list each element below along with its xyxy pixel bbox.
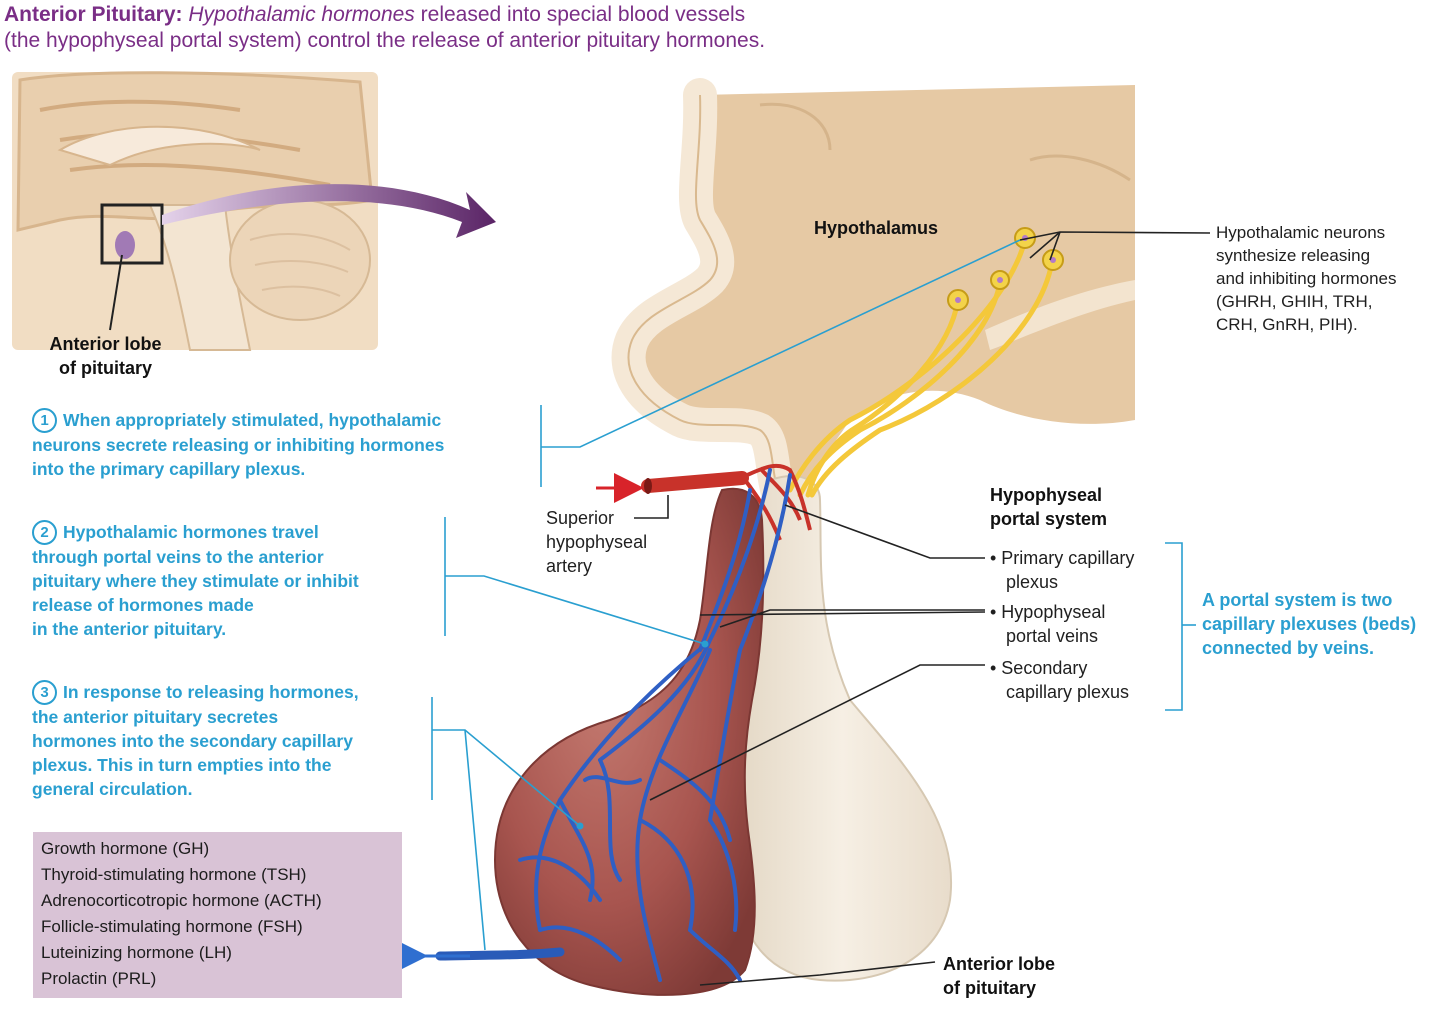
portal-system-heading: Hypophyseal portal system xyxy=(990,483,1107,531)
step-2: 2 Hypothalamic hormones travel through po… xyxy=(32,520,442,641)
step-3-line2: the anterior pituitary secretes xyxy=(32,707,279,727)
inset-lobe-label: Anterior lobe of pituitary xyxy=(38,332,173,380)
secondary-line1: • Secondary xyxy=(990,658,1088,678)
bottom-lobe-line2: of pituitary xyxy=(943,978,1036,998)
neuron-cell-bodies xyxy=(947,227,1064,311)
page-title: Anterior Pituitary: Hypothalamic hormone… xyxy=(4,2,1024,54)
anterior-lobe-label: Anterior lobe of pituitary xyxy=(943,952,1055,1000)
step-1-number: 1 xyxy=(32,408,57,433)
artery-line2: hypophyseal xyxy=(546,532,648,552)
step-2-number: 2 xyxy=(32,520,57,545)
step-2-line2: through portal veins to the anterior xyxy=(32,547,324,567)
note-line1: A portal system is two xyxy=(1202,590,1393,610)
hormone-tsh: Thyroid-stimulating hormone (TSH) xyxy=(41,865,307,884)
step-leader-lines xyxy=(431,239,1196,951)
artery-line3: artery xyxy=(546,556,593,576)
portal-veins-label: • Hypophyseal portal veins xyxy=(990,600,1105,648)
artery-line1: Superior xyxy=(546,508,615,528)
step-1-line3: into the primary capillary plexus. xyxy=(32,459,306,479)
step-3-line4: plexus. This in turn empties into the xyxy=(32,755,332,775)
hormone-fsh: Follicle-stimulating hormone (FSH) xyxy=(41,917,303,936)
portal-system-note: A portal system is two capillary plexuse… xyxy=(1202,588,1440,660)
portal-heading-line2: portal system xyxy=(990,509,1108,529)
veins-line1: • Hypophyseal xyxy=(990,602,1106,622)
step-3: 3 In response to releasing hormones, the … xyxy=(32,680,432,801)
hormone-list-box: Growth hormone (GH) Thyroid-stimulating … xyxy=(33,832,402,998)
title-italic: Hypothalamic hormones xyxy=(188,3,415,26)
neurons-line5: CRH, GnRH, PIH). xyxy=(1216,315,1358,334)
primary-line2: plexus xyxy=(1006,572,1059,592)
secondary-plexus-label: • Secondary capillary plexus xyxy=(990,656,1129,704)
step-3-line5: general circulation. xyxy=(32,779,193,799)
hormone-acth: Adrenocorticotropic hormone (ACTH) xyxy=(41,891,322,910)
hypothalamus-tissue xyxy=(611,78,1135,517)
hormone-prl: Prolactin (PRL) xyxy=(41,969,157,988)
step-3-line1: In response to releasing hormones, xyxy=(63,682,359,702)
title-bold: Anterior Pituitary: xyxy=(4,3,183,26)
step-3-line3: hormones into the secondary capillary xyxy=(32,731,353,751)
hypothalamus-label: Hypothalamus xyxy=(814,218,939,238)
step-3-number: 3 xyxy=(32,680,57,705)
note-line2: capillary plexuses (beds) xyxy=(1202,614,1417,634)
hormone-lh: Luteinizing hormone (LH) xyxy=(41,943,232,962)
title-line2: (the hypophyseal portal system) control … xyxy=(4,29,766,52)
step-1-line1: When appropriately stimulated, hypothala… xyxy=(63,410,442,430)
step-1-line2: neurons secrete releasing or inhibiting … xyxy=(32,435,445,455)
leader-lines xyxy=(634,231,1211,986)
note-line3: connected by veins. xyxy=(1202,638,1375,658)
neurons-label: Hypothalamic neurons synthesize releasin… xyxy=(1216,221,1440,336)
zoom-arrow xyxy=(162,184,496,238)
primary-line1: • Primary capillary xyxy=(990,548,1135,568)
step-2-line3: pituitary where they stimulate or inhibi… xyxy=(32,571,359,591)
step-1: 1 When appropriately stimulated, hypothal… xyxy=(32,408,537,481)
inset-lobe-line2: of pituitary xyxy=(59,358,152,378)
inset-lobe-line1: Anterior lobe xyxy=(49,334,162,354)
neurons-line3: and inhibiting hormones xyxy=(1216,269,1397,288)
hormone-gh: Growth hormone (GH) xyxy=(41,839,210,858)
neurons-line1: Hypothalamic neurons xyxy=(1216,223,1386,242)
step-2-line5: in the anterior pituitary. xyxy=(32,619,227,639)
step-2-line4: release of hormones made xyxy=(32,595,254,615)
veins-line2: portal veins xyxy=(1006,626,1099,646)
secondary-line2: capillary plexus xyxy=(1006,682,1130,702)
neurons-line2: synthesize releasing xyxy=(1216,246,1371,265)
posterior-lobe xyxy=(732,475,953,982)
step-2-line1: Hypothalamic hormones travel xyxy=(63,522,319,542)
artery-label: Superior hypophyseal artery xyxy=(546,506,647,578)
anterior-lobe xyxy=(493,487,765,996)
bottom-lobe-line1: Anterior lobe xyxy=(943,954,1056,974)
neurons-line4: (GHRH, GHIH, TRH, xyxy=(1216,292,1373,311)
portal-heading-line1: Hypophyseal xyxy=(990,485,1103,505)
primary-plexus-label: • Primary capillary plexus xyxy=(990,546,1134,594)
title-rest: released into special blood vessels xyxy=(414,3,746,26)
